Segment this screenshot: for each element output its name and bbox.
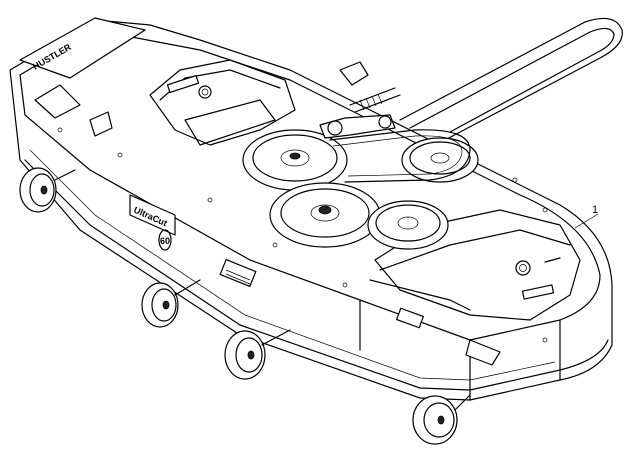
wheel-left-front (141, 282, 179, 328)
lift-handle (399, 17, 623, 141)
idler-assembly (319, 61, 401, 139)
wheel-left-rear (19, 167, 57, 213)
deck-size-text: 60 (160, 236, 170, 246)
wheel-front-center (224, 330, 266, 380)
gauge-wheels (19, 167, 471, 445)
drive-belt (329, 129, 471, 183)
fasteners (57, 127, 548, 343)
callout-1: 1 (574, 204, 599, 229)
wheel-front-right (412, 395, 458, 445)
left-side-panel: HUSTLER (19, 17, 146, 137)
callout-label: 1 (592, 204, 598, 216)
warning-decals (219, 258, 501, 366)
left-belt-cover (149, 59, 296, 146)
spindle-pulleys (242, 129, 479, 250)
